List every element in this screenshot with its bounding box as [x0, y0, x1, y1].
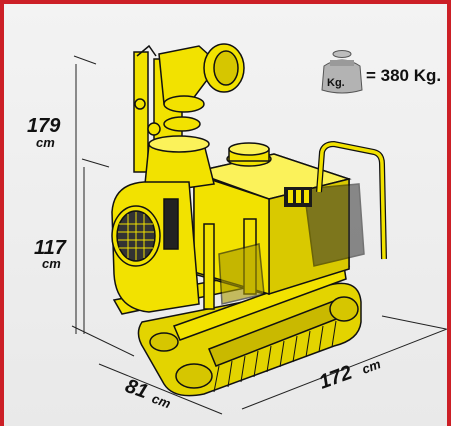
width-value: 81 [122, 375, 150, 403]
length-unit: cm [360, 356, 383, 377]
weight-value: = 380 Kg. [366, 66, 442, 85]
height-total-value: 179 [27, 115, 61, 137]
crawler-tracks [137, 282, 362, 397]
height-body-value: 117 [34, 237, 67, 259]
length-value: 172 [316, 362, 355, 394]
weight-icon-label: Kg. [327, 77, 345, 89]
frame-uprights [203, 218, 265, 310]
height-body-unit: cm [42, 256, 61, 271]
fan-housing [111, 181, 200, 313]
width-unit: cm [150, 391, 173, 412]
weight-icon: Kg. [321, 50, 363, 94]
dimension-lines [71, 55, 447, 415]
height-total-unit: cm [36, 135, 55, 150]
machine-illustration: 179 cm 117 cm 81 cm 172 cm Kg. [27, 43, 447, 415]
discharge-pipe [133, 43, 245, 195]
manufacturer-logo-icon [284, 187, 312, 207]
